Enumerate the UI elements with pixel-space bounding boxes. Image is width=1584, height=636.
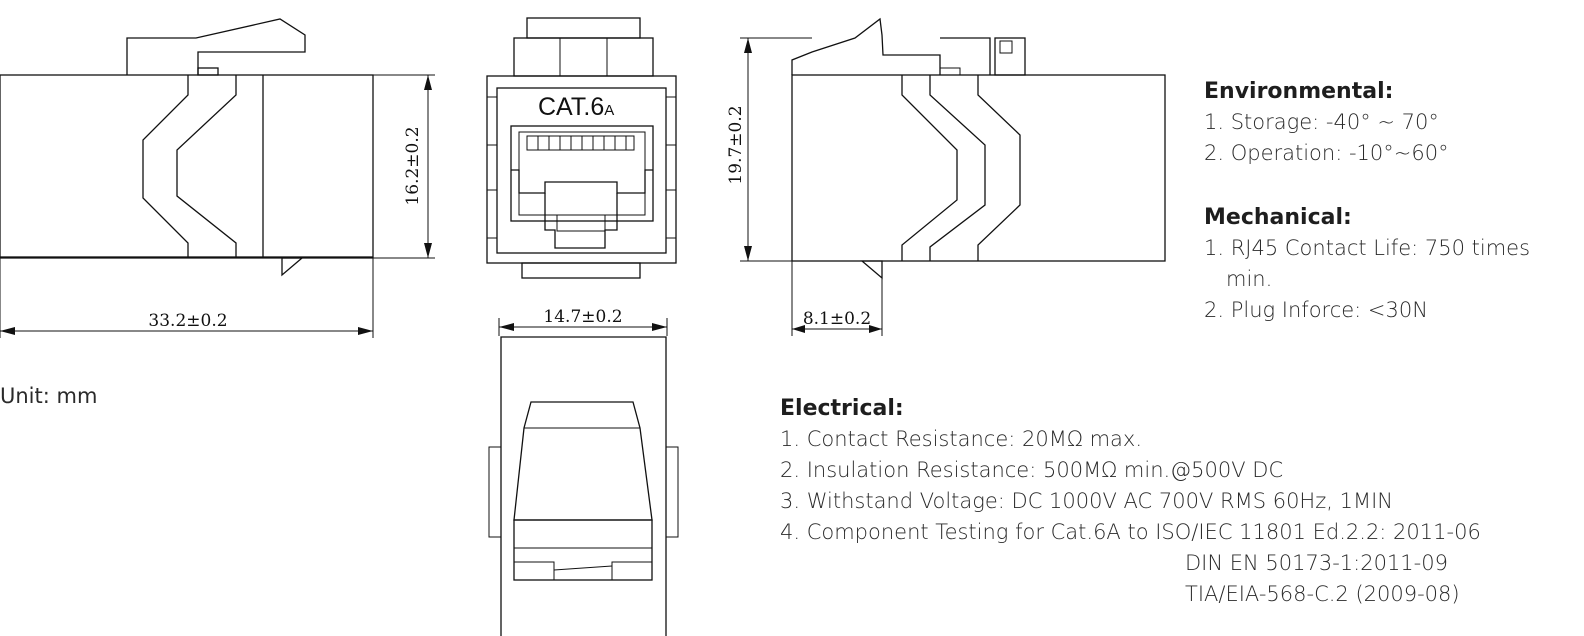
front-view (486, 17, 677, 279)
dim-left-length: 33.2±0.2 (148, 311, 227, 331)
front-label-cat: CAT.6A (538, 93, 614, 121)
mechanical-section: Mechanical: 1. RJ45 Contact Life: 750 ti… (1204, 203, 1530, 326)
electrical-item: 1. Contact Resistance: 20MΩ max. (780, 427, 1142, 451)
electrical-item: 2. Insulation Resistance: 500MΩ min.@500… (780, 458, 1284, 482)
mechanical-item: 1. RJ45 Contact Life: 750 times (1204, 236, 1531, 260)
right-side-view (740, 17, 1166, 336)
unit-label: Unit: mm (0, 384, 98, 408)
dim-left-height: 16.2±0.2 (403, 126, 423, 205)
electrical-section: Electrical: 1. Contact Resistance: 20MΩ … (780, 394, 1481, 610)
dim-front-width: 14.7±0.2 (543, 307, 622, 327)
bottom-view (488, 336, 679, 636)
mechanical-item: 2. Plug Inforce: <30N (1204, 298, 1428, 322)
dim-right-height: 19.7±0.2 (726, 105, 746, 184)
environmental-item: 2. Operation: -10°~60° (1204, 141, 1449, 165)
environmental-title: Environmental: (1204, 79, 1394, 104)
environmental-item: 1. Storage: -40° ~ 70° (1204, 110, 1439, 134)
front-width-dimension (498, 318, 668, 336)
environmental-section: Environmental: 1. Storage: -40° ~ 70° 2.… (1204, 77, 1449, 169)
electrical-standard: TIA/EIA-568-C.2 (2009-08) (1185, 582, 1460, 606)
left-side-view (0, 18, 435, 338)
mechanical-item-continued: min. (1226, 267, 1273, 291)
electrical-item: 4. Component Testing for Cat.6A to ISO/I… (780, 520, 1481, 544)
mechanical-title: Mechanical: (1204, 205, 1352, 230)
electrical-item: 3. Withstand Voltage: DC 1000V AC 700V R… (780, 489, 1393, 513)
electrical-title: Electrical: (780, 396, 904, 421)
electrical-standard: DIN EN 50173-1:2011-09 (1185, 551, 1448, 575)
dim-right-offset: 8.1±0.2 (803, 309, 871, 329)
